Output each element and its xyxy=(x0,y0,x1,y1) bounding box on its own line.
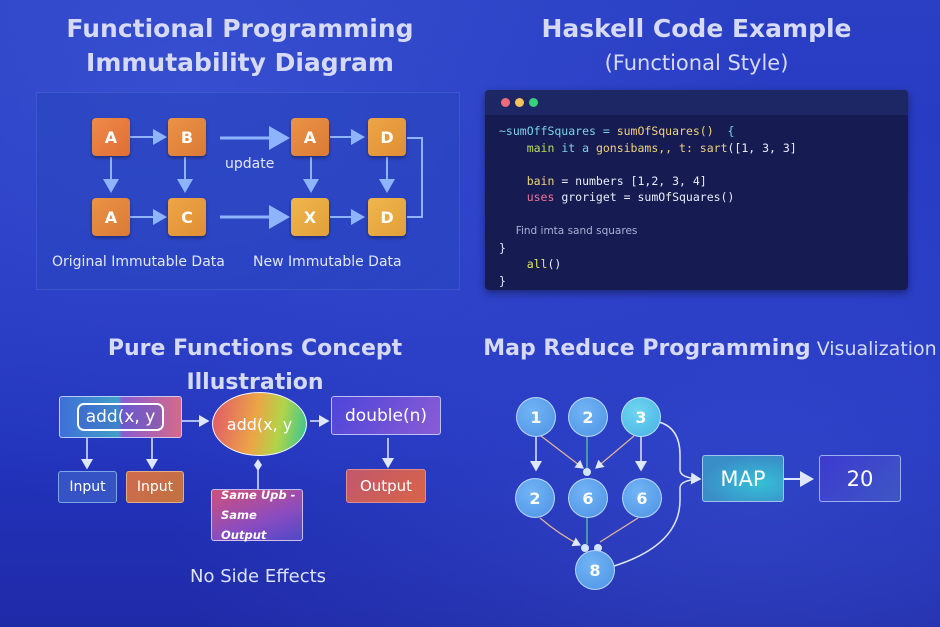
original-node-c: C xyxy=(168,198,206,236)
edge-1-to-6 xyxy=(540,435,584,469)
map-box: MAP xyxy=(702,455,784,502)
edge-3-to-map xyxy=(658,421,702,485)
code-window-titlebar xyxy=(485,90,908,115)
no-side-effects-caption: No Side Effects xyxy=(190,566,327,587)
update-label: update xyxy=(225,156,275,172)
code-comment: Find imta sand squares xyxy=(499,225,638,237)
code-line-close-2: } xyxy=(499,273,506,288)
code-line-7: all() xyxy=(499,257,562,271)
new-caption: New Immutable Data xyxy=(253,254,402,270)
input-box-2: Input xyxy=(126,471,184,503)
input-box-1: Input xyxy=(58,471,117,503)
node-bottom: 8 xyxy=(575,550,615,590)
original-node-a-top: A xyxy=(92,118,130,156)
haskell-subtitle: (Functional Style) xyxy=(604,51,789,75)
immutability-diagram: A B A C A D X D update Original Immutabl… xyxy=(36,92,460,290)
function-box-label: add(x, y xyxy=(85,407,156,427)
code-line-1: ~sumOffSquares = sumOfSquares() { xyxy=(499,124,735,138)
input-2-label: Input xyxy=(136,479,174,495)
new-node-d-top: D xyxy=(368,118,406,156)
edge-8-to-map xyxy=(613,478,701,567)
node-top-3: 3 xyxy=(621,397,661,437)
original-node-b: B xyxy=(168,118,206,156)
note-line-1: Same Upb - xyxy=(221,488,296,502)
function-box: add(x, y xyxy=(59,396,182,438)
minimize-dot-icon[interactable] xyxy=(515,98,524,107)
immutability-title-line2: Immutability Diagram xyxy=(86,48,394,77)
code-window: ~sumOffSquares = sumOfSquares() { main i… xyxy=(485,90,908,290)
haskell-title-main: Haskell Code Example xyxy=(541,14,852,43)
code-line-close-1: } xyxy=(499,240,506,255)
original-node-a-bottom: A xyxy=(92,198,130,236)
output-label: Output xyxy=(359,477,413,495)
result-box: 20 xyxy=(819,455,901,502)
new-node-x: X xyxy=(291,198,329,236)
same-output-note: Same Upb - Same Output xyxy=(211,488,303,542)
edge-2-to-8 xyxy=(539,517,582,547)
immutability-arrows xyxy=(103,126,423,229)
node-mid-1: 2 xyxy=(515,478,555,518)
haskell-title: Haskell Code Example (Functional Style) xyxy=(485,12,908,80)
new-node-d-bottom: D xyxy=(368,198,406,236)
map-reduce-title: Map Reduce Programming Visualization xyxy=(480,332,940,366)
merge-dot-top xyxy=(583,468,591,476)
double-label: double(n) xyxy=(345,405,427,426)
node-top-1: 1 xyxy=(516,397,556,437)
code-line-2: main it a gonsibams,, t: sart([1, 3, 3] xyxy=(499,140,797,155)
node-mid-2: 6 xyxy=(568,478,608,518)
map-reduce-title-bold: Map Reduce Programming xyxy=(483,336,811,361)
input-1-label: Input xyxy=(69,479,106,495)
double-function-box: double(n) xyxy=(331,396,441,435)
maximize-dot-icon[interactable] xyxy=(529,98,538,107)
pure-functions-title: Pure Functions Concept Illustration xyxy=(107,336,403,395)
merge-dot-bottom-1 xyxy=(581,544,589,552)
immutability-title-line1: Functional Programming xyxy=(66,14,414,43)
new-node-a: A xyxy=(291,118,329,156)
edge-6b-to-8 xyxy=(599,517,639,543)
original-caption: Original Immutable Data xyxy=(52,254,225,270)
ellipse-label: add(x, y xyxy=(226,414,293,434)
code-block: ~sumOffSquares = sumOfSquares() { main i… xyxy=(499,123,797,289)
output-box: Output xyxy=(346,469,426,503)
function-box-inner: add(x, y xyxy=(76,403,165,431)
immutability-title: Functional Programming Immutability Diag… xyxy=(40,12,440,80)
node-mid-3: 6 xyxy=(622,478,662,518)
diamond-head xyxy=(254,459,262,471)
node-top-2: 2 xyxy=(568,397,608,437)
pure-function-ellipse: add(x, y xyxy=(212,392,307,456)
note-line-2: Same Output xyxy=(221,508,267,542)
map-reduce-title-light: Visualization xyxy=(810,338,937,360)
edge-3-to-6 xyxy=(595,435,635,469)
code-line-4: uses groriget = sumOfSquares() xyxy=(499,190,735,204)
code-line-3: bain = numbers [1,2, 3, 4] xyxy=(499,173,707,188)
new-data-bracket xyxy=(407,137,423,218)
close-dot-icon[interactable] xyxy=(501,98,510,107)
